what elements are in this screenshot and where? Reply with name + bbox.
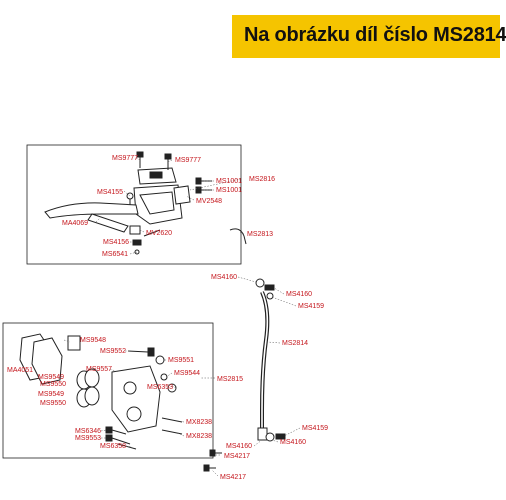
label-ms2815: MS2815	[217, 376, 243, 383]
label-ms2816: MS2816	[249, 176, 275, 183]
label-ms4159-a: MS4159	[298, 303, 324, 310]
label-mx8238-a: MX8238	[186, 419, 212, 426]
label-ms4217-b: MS4217	[220, 474, 246, 481]
label-ms1001-b: MS1001	[216, 187, 242, 194]
label-ms4217-a: MS4217	[224, 453, 250, 460]
label-ms9549-a: MS9549	[38, 374, 64, 381]
label-ms6541: MS6541	[102, 251, 128, 258]
label-mx8238-b: MX8238	[186, 433, 212, 440]
label-ms9553: MS9553	[75, 435, 101, 442]
brake-hose-drawing	[203, 228, 286, 472]
part-labels: MS9777 MS9777 MS1001 MS1001 MS2816 MS415…	[7, 155, 328, 481]
caliper-group-box	[2, 322, 214, 459]
label-ms1001-a: MS1001	[216, 178, 242, 185]
label-ms9777-b: MS9777	[175, 157, 201, 164]
caliper-drawing	[19, 333, 183, 450]
label-ms6346: MS6346	[75, 428, 101, 435]
label-ms9548: MS9548	[80, 337, 106, 344]
label-mv2620: MV2620	[146, 230, 172, 237]
label-ms6358: MS6358	[100, 443, 126, 450]
label-ms9550-b: MS9550	[40, 400, 66, 407]
label-ma4051: MA4051	[7, 367, 33, 374]
label-ms9549-b: MS9549	[38, 391, 64, 398]
label-ms9550-a: MS9550	[40, 381, 66, 388]
label-ms9552: MS9552	[100, 348, 126, 355]
label-ms4160-a: MS4160	[211, 274, 237, 281]
label-ms4160-b: MS4160	[286, 291, 312, 298]
label-ms4160-d: MS4160	[226, 443, 252, 450]
label-ms4160-c: MS4160	[280, 439, 306, 446]
banner-title: Na obrázku díl číslo MS2814	[244, 24, 506, 46]
label-ms4159-b: MS4159	[302, 425, 328, 432]
label-ms4155: MS4155	[97, 189, 123, 196]
label-ms9551: MS9551	[168, 357, 194, 364]
master-cylinder-drawing	[44, 151, 212, 255]
label-mv2548: MV2548	[196, 198, 222, 205]
label-ms9544: MS9544	[174, 370, 200, 377]
label-ms6353: MS6353	[147, 384, 173, 391]
label-ms4156: MS4156	[103, 239, 129, 246]
master-cylinder-group-box	[26, 144, 242, 265]
label-ms9557: MS9557	[86, 366, 112, 373]
label-ms2813: MS2813	[247, 231, 273, 238]
leader-lines	[63, 157, 301, 477]
label-ma4069: MA4069	[62, 220, 88, 227]
label-ms2814: MS2814	[282, 340, 308, 347]
label-ms9777-a: MS9777	[112, 155, 138, 162]
title-banner: Na obrázku díl číslo MS2814	[232, 15, 506, 58]
